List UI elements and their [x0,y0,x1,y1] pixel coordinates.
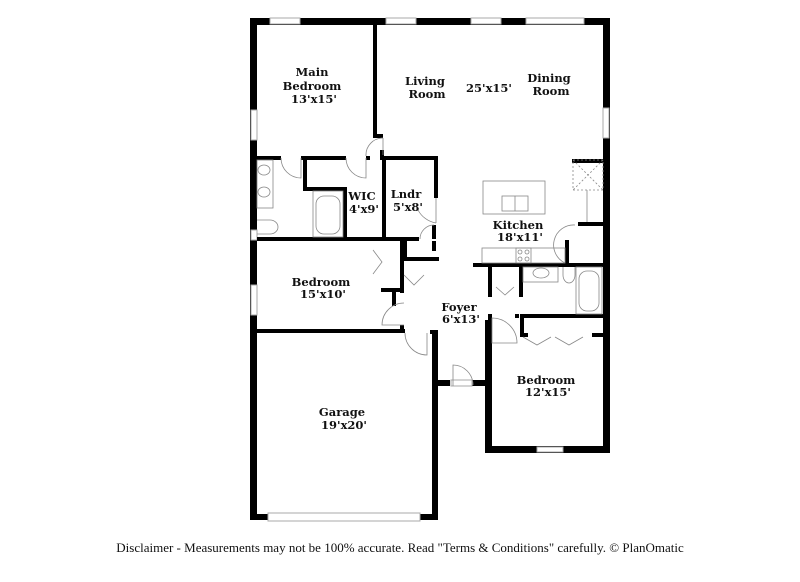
interior-walls [257,18,610,337]
windows [250,17,610,522]
wic-label: WIC 4'x9' [347,189,379,216]
bedroom-3-label: Bedroom 12'x15' [517,373,580,399]
foyer-label: Foyer 6'x13' [441,300,480,326]
door-swings [280,137,584,386]
dining-room-label: Dining Room [527,71,575,98]
kitchen-label: Kitchen 18'x11' [493,218,548,244]
main-bedroom-label: Main Bedroom 13'x15' [283,65,346,106]
disclaimer-text: Disclaimer - Measurements may not be 100… [116,540,684,555]
laundry-label: Lndr 5'x8' [391,187,426,214]
fixtures [256,159,604,315]
living-dining-size-label: 25'x15' [466,81,512,95]
living-room-label: Living Room [405,74,449,101]
room-labels: Main Bedroom 13'x15' Living Room 25'x15'… [283,65,580,432]
bedroom-2-label: Bedroom 15'x10' [292,275,355,301]
garage-label: Garage 19'x20' [319,405,369,432]
